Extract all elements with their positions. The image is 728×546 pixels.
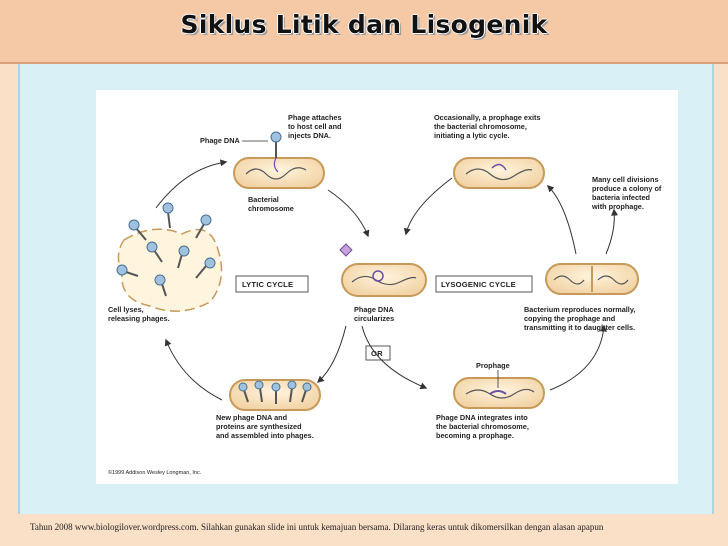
chromosome-line-2: chromosome <box>248 204 294 213</box>
circularizes-line-2: circularizes <box>354 314 394 323</box>
bacterium-attach <box>233 131 325 189</box>
attach-line-2: to host cell and <box>288 122 342 131</box>
circularizes-label: Phage DNA circularizes <box>354 305 396 323</box>
lyses-line-1: Cell lyses, <box>108 305 144 314</box>
arrow-divide-to-exit <box>547 185 577 255</box>
arrow-exit-to-circularize <box>403 177 453 236</box>
lysogenic-cycle-label: LYSOGENIC CYCLE <box>441 280 516 289</box>
footer-text: Tahun 2008 www.biologilover.wordpress.co… <box>30 522 604 532</box>
lysed-cell <box>116 202 223 312</box>
reproduces-line-1: Bacterium reproduces normally, <box>524 305 635 314</box>
divisions-line-1: Many cell divisions <box>592 175 659 184</box>
prophage-exits-label: Occasionally, a prophage exits the bacte… <box>434 113 543 140</box>
arrow-lytic-to-lysis <box>164 338 223 401</box>
lyses-line-2: releasing phages. <box>108 314 170 323</box>
lytic-cycle-box <box>235 275 309 293</box>
slide-title: Siklus Litik dan Lisogenik <box>180 10 548 39</box>
bacterial-chromosome-label: Bacterial chromosome <box>248 195 294 213</box>
lysogenic-cycle-box <box>435 275 533 293</box>
divisions-line-3: bacteria infected <box>592 193 650 202</box>
bacterium-prophage-exit <box>453 157 545 189</box>
phage-cycle-figure: Phage DNA Phage attaches to host cell an… <box>96 90 678 484</box>
exits-line-2: the bacterial chromosome, <box>434 122 527 131</box>
or-label: OR <box>371 349 383 358</box>
new-phage-line-1: New phage DNA and <box>216 413 287 422</box>
bacterium-dividing <box>545 263 639 295</box>
or-box <box>365 345 391 361</box>
cycle-arrows <box>155 159 619 401</box>
exits-line-1: Occasionally, a prophage exits <box>434 113 541 122</box>
reproduces-line-2: copying the prophage and <box>524 314 615 323</box>
exits-line-3: initiating a lytic cycle. <box>434 131 509 140</box>
arrow-attach-to-circularize <box>327 189 370 238</box>
divisions-line-4: with prophage. <box>591 202 644 211</box>
many-divisions-label: Many cell divisions produce a colony of … <box>591 175 663 211</box>
bacterium-circularizes <box>339 243 427 297</box>
phage-dna-label: Phage DNA <box>200 136 240 145</box>
new-phage-label: New phage DNA and proteins are synthesiz… <box>216 413 314 440</box>
arrow-divide-to-colony <box>605 208 619 255</box>
new-phage-line-3: and assembled into phages. <box>216 431 314 440</box>
integrates-line-3: becoming a prophage. <box>436 431 514 440</box>
attach-line-3: injects DNA. <box>288 131 331 140</box>
cell-lyses-label: Cell lyses, releasing phages. <box>108 305 170 323</box>
integrates-line-1: Phage DNA integrates into <box>436 413 528 422</box>
title-bar <box>0 0 728 64</box>
arrow-circularize-to-lytic <box>316 325 347 383</box>
arrow-integrate-to-divide <box>549 324 607 391</box>
attach-label: Phage attaches to host cell and injects … <box>288 113 344 140</box>
attach-line-1: Phage attaches <box>288 113 342 122</box>
copyright-label: ©1999 Addison Wesley Longman, Inc. <box>108 469 202 476</box>
divisions-line-2: produce a colony of <box>592 184 662 193</box>
phage-cycle-diagram: Phage DNA Phage attaches to host cell an… <box>108 113 663 476</box>
reproduces-line-3: transmitting it to daughter cells. <box>524 323 635 332</box>
reproduces-label: Bacterium reproduces normally, copying t… <box>524 305 637 332</box>
arrow-circularize-to-integrate <box>361 325 428 390</box>
lytic-cycle-label: LYTIC CYCLE <box>242 280 293 289</box>
integrates-line-2: the bacterial chromosome, <box>436 422 529 431</box>
integrates-label: Phage DNA integrates into the bacterial … <box>436 413 531 440</box>
chromosome-line-1: Bacterial <box>248 195 279 204</box>
prophage-label: Prophage <box>476 361 510 370</box>
circularizes-line-1: Phage DNA <box>354 305 394 314</box>
bacterium-prophage <box>453 377 545 409</box>
bacterium-new-phages <box>229 379 321 411</box>
new-phage-line-2: proteins are synthesized <box>216 422 302 431</box>
arrow-lysis-to-attach <box>155 159 228 209</box>
